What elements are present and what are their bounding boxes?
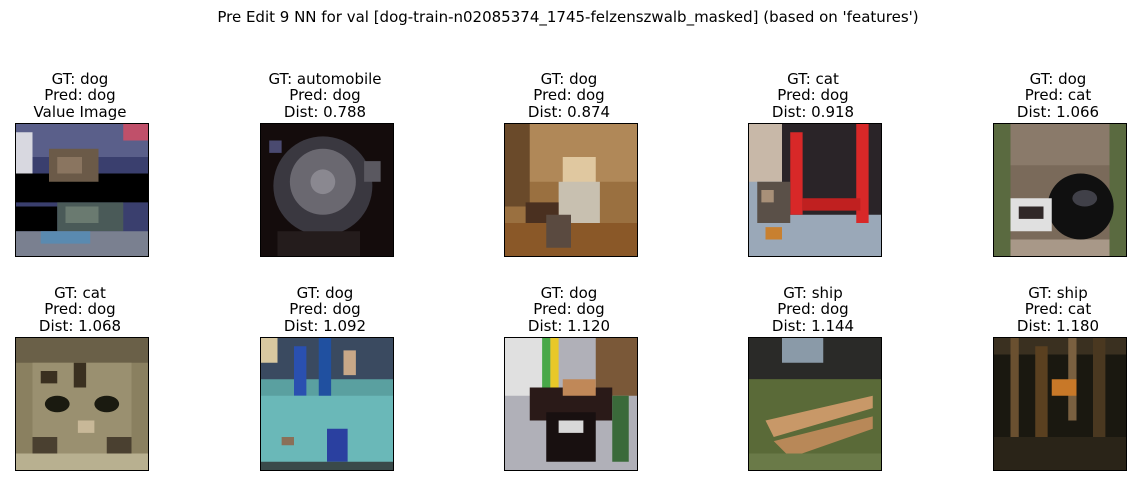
person-with-dog-indoors-photo: [505, 124, 637, 256]
cat-red-chair-photo: [749, 124, 881, 256]
gt-label: GT: dog: [540, 69, 598, 88]
figure-title: Pre Edit 9 NN for val [dog-train-n020853…: [217, 8, 919, 26]
gt-label: GT: dog: [296, 283, 354, 302]
panel-caption: GT: cat Pred: dog Dist: 0.918: [728, 69, 898, 121]
dog-nose-closeup-photo: [994, 124, 1126, 256]
dist-label: Dist: 1.068: [38, 316, 122, 335]
dark-car-wheel-photo: [261, 124, 393, 256]
pred-label: Pred: dog: [533, 300, 605, 318]
gt-label: GT: cat: [54, 283, 106, 302]
panel-caption: GT: automobile Pred: dog Dist: 0.788: [240, 69, 410, 121]
gt-label: GT: ship: [783, 283, 843, 302]
dist-label: Dist: 0.874: [527, 102, 611, 121]
pred-label: Pred: cat: [1024, 86, 1092, 104]
dist-label: Dist: 0.918: [771, 102, 855, 121]
neighbor-image: [748, 337, 882, 471]
dark-harbor-photo: [994, 338, 1126, 470]
gt-label: GT: cat: [787, 69, 839, 88]
value-image-label: Value Image: [33, 102, 127, 121]
dist-label: Dist: 1.092: [283, 316, 367, 335]
dist-label: Dist: 0.788: [283, 102, 367, 121]
pred-label: Pred: cat: [1024, 300, 1092, 318]
dog-show-ring-photo: [261, 338, 393, 470]
pred-label: Pred: dog: [44, 300, 116, 318]
pred-label: Pred: dog: [533, 86, 605, 104]
dist-label: Dist: 1.066: [1016, 102, 1100, 121]
query-image: [15, 123, 149, 257]
gt-label: GT: dog: [51, 69, 109, 88]
gt-label: GT: ship: [1028, 283, 1088, 302]
neighbor-image: [748, 123, 882, 257]
gt-label: GT: dog: [1029, 69, 1087, 88]
panel-caption: GT: ship Pred: dog Dist: 1.144: [728, 283, 898, 335]
gt-label: GT: automobile: [268, 69, 382, 88]
panel-caption: GT: dog Pred: dog Dist: 1.092: [240, 283, 410, 335]
panel-caption: GT: dog Pred: dog Dist: 1.120: [484, 283, 654, 335]
gt-label: GT: dog: [540, 283, 598, 302]
pred-label: Pred: dog: [289, 86, 361, 104]
dark-dog-indoors-photo: [505, 338, 637, 470]
neighbor-image: [993, 123, 1127, 257]
neighbor-image: [260, 337, 394, 471]
neighbor-image: [260, 123, 394, 257]
panel-caption: GT: dog Pred: cat Dist: 1.066: [973, 69, 1136, 121]
boats-on-grass-photo: [749, 338, 881, 470]
panel-caption: GT: cat Pred: dog Dist: 1.068: [0, 283, 165, 335]
tabby-cat-face-photo: [16, 338, 148, 470]
masked-dog-photo: [16, 124, 148, 256]
pred-label: Pred: dog: [44, 86, 116, 104]
neighbor-image: [504, 123, 638, 257]
panel-caption: GT: ship Pred: cat Dist: 1.180: [973, 283, 1136, 335]
dist-label: Dist: 1.120: [527, 316, 611, 335]
neighbor-image: [993, 337, 1127, 471]
neighbor-image: [504, 337, 638, 471]
panel-caption: GT: dog Pred: dog Value Image: [0, 69, 165, 121]
neighbor-image: [15, 337, 149, 471]
dist-label: Dist: 1.180: [1016, 316, 1100, 335]
dist-label: Dist: 1.144: [771, 316, 855, 335]
pred-label: Pred: dog: [777, 86, 849, 104]
pred-label: Pred: dog: [289, 300, 361, 318]
panel-caption: GT: dog Pred: dog Dist: 0.874: [484, 69, 654, 121]
pred-label: Pred: dog: [777, 300, 849, 318]
